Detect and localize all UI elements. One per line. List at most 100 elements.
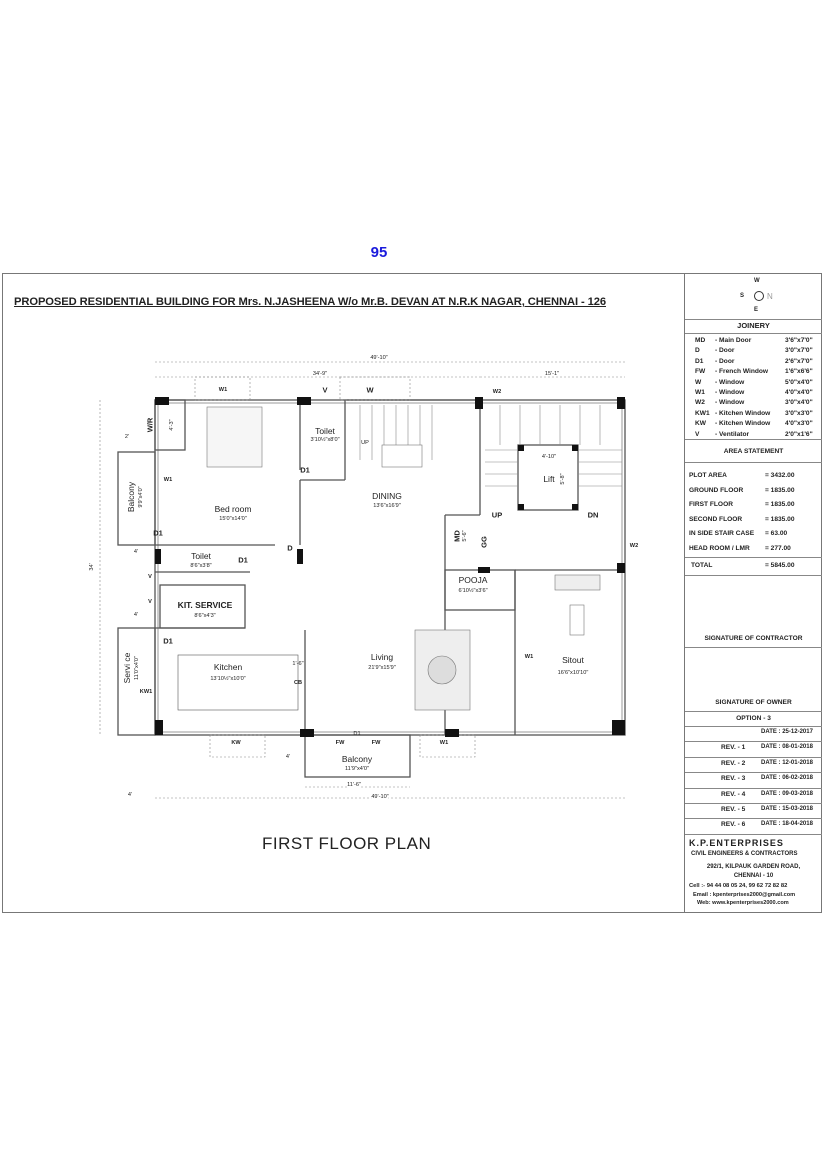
joinery-name: - Ventilator: [715, 430, 750, 438]
joinery-name: - Kitchen Window: [715, 420, 771, 428]
compass-icon: W S N E: [737, 278, 777, 318]
area-row-value: = 1835.00: [765, 515, 795, 523]
signature-contractor: SIGNATURE OF CONTRACTOR: [704, 635, 803, 642]
room-balcony-bottom-size: 11'9"x4'0": [344, 766, 370, 772]
room-pooja-size: 6'10½"x3'6": [458, 588, 488, 594]
area-row-value: = 1835.00: [765, 486, 795, 494]
room-kit-service-name: KIT. SERVICE: [177, 600, 233, 610]
joinery-size: 5'0"x4'0": [785, 378, 813, 386]
room-wr-name: W/R: [145, 417, 155, 433]
room-dining-size: 13'6"x16'9": [373, 503, 401, 509]
revision-date: DATE : 06-02-2018: [761, 775, 813, 782]
revision-number: REV. - 2: [721, 759, 746, 767]
room-service-size: 11'0"x4'0": [134, 655, 140, 681]
joinery-name: - Window: [715, 399, 745, 407]
room-bedroom-size: 15'0"x14'0": [219, 516, 247, 522]
joinery-name: - Door: [715, 357, 735, 365]
joinery-name: - French Window: [715, 368, 769, 376]
room-kit-service-size: 8'6"x4'3": [194, 613, 216, 619]
area-row-value: = 3432.00: [765, 472, 795, 479]
dining-table: [381, 444, 423, 468]
area-row-label: IN SIDE STAIR CASE: [689, 530, 755, 538]
tag-w2: W2: [492, 389, 502, 395]
room-toilet1-name: Toilet: [315, 426, 335, 436]
room-service-name: Servi ce: [122, 652, 132, 684]
tag-w1: W1: [163, 477, 173, 483]
service-area: [117, 627, 156, 736]
lift-width: 4'-10": [541, 454, 557, 460]
company-name: K.P.ENTERPRISES: [689, 838, 784, 848]
drawing-title: PROPOSED RESIDENTIAL BUILDING FOR Mrs. N…: [14, 296, 606, 308]
company-address2: CHENNAI - 10: [733, 873, 774, 879]
joinery-code: D: [695, 347, 700, 355]
cb-size: 1'-6": [292, 661, 304, 667]
joinery-size: 3'0"x4'0": [785, 399, 813, 407]
joinery-code: KW1: [695, 409, 710, 417]
lift-shaft: [517, 444, 579, 511]
room-sitout-size: 16'6"x10'10": [557, 670, 589, 676]
dim-offset: 2': [124, 434, 130, 440]
room-toilet2-name: Toilet: [191, 551, 211, 561]
revision-number: REV. - 4: [721, 790, 746, 798]
joinery-code: W2: [695, 399, 705, 407]
tag-w1: W1: [218, 387, 228, 393]
company-email: Email : kpenterprises2000@gmail.com: [693, 892, 796, 898]
joinery-code: V: [695, 430, 700, 438]
revision-date: DATE : 12-01-2018: [761, 759, 813, 766]
room-wr-size: 4'-3": [169, 419, 175, 431]
room-balcony-left-size: 9'9"x4'0": [138, 486, 144, 508]
tag-d1: D1: [238, 555, 248, 565]
tag-w: W: [366, 385, 374, 395]
area-row-value: = 277.00: [765, 545, 791, 552]
tag-d1: D1: [353, 731, 361, 737]
joinery-code: FW: [695, 368, 706, 376]
room-living-name: Living: [370, 652, 394, 662]
room-toilet2-size: 8'6"x3'8": [190, 563, 212, 569]
revision-number: REV. - 5: [721, 806, 746, 813]
joinery-code: D1: [695, 357, 704, 365]
compass-e: E: [754, 307, 759, 313]
joinery-code: KW: [695, 420, 706, 428]
area-row-value: = 63.00: [765, 530, 788, 538]
area-total-value: = 5845.00: [765, 562, 795, 569]
tag-w1: W1: [524, 654, 534, 660]
tag-md: MD: [452, 530, 462, 542]
area-row-label: GROUND FLOOR: [689, 486, 744, 494]
joinery-size: 3'6"x7'0": [785, 337, 813, 344]
dim-offset: 4': [133, 549, 139, 555]
dim-top-left: 34'-9": [312, 371, 328, 377]
tag-d1: D1: [300, 465, 310, 475]
room-balcony-left-name: Balcony: [126, 481, 136, 513]
area-row-label: SECOND FLOOR: [689, 515, 743, 523]
room-lift-name: Lift: [543, 474, 555, 484]
room-living-size: 21'9"x15'9": [368, 665, 396, 671]
area-row-value: = 1835.00: [765, 501, 795, 509]
company-web: Web: www.kpenterprises2000.com: [697, 900, 789, 906]
dim-left: 34': [89, 563, 95, 571]
tag-up: UP: [491, 510, 503, 520]
tag-v: V: [322, 385, 328, 395]
tag-d: D: [287, 543, 293, 553]
joinery-name: - Window: [715, 378, 745, 386]
revision-number: REV. - 3: [721, 775, 746, 783]
joinery-header: JOINERY: [737, 321, 770, 330]
joinery-code: W: [695, 378, 702, 386]
tag-d1: D1: [153, 528, 163, 538]
tag-up: UP: [361, 440, 369, 446]
joinery-name: - Kitchen Window: [715, 409, 771, 417]
left-balcony: [117, 451, 156, 546]
revision-date: DATE : 25-12-2017: [761, 729, 813, 735]
option-label: OPTION - 3: [736, 715, 771, 722]
tag-kw: KW: [231, 740, 241, 746]
tag-gg: GG: [479, 536, 489, 548]
joinery-size: 2'0"x1'6": [785, 430, 813, 438]
joinery-size: 2'6"x7'0": [785, 357, 813, 365]
dim-offset: 4': [127, 792, 133, 798]
dim-overall-top: 49'-10": [370, 355, 388, 361]
compass-w: W: [754, 278, 760, 284]
area-row-label: HEAD ROOM / LMR: [689, 545, 750, 552]
bottom-balcony: [304, 734, 411, 778]
joinery-code: W1: [695, 389, 705, 396]
